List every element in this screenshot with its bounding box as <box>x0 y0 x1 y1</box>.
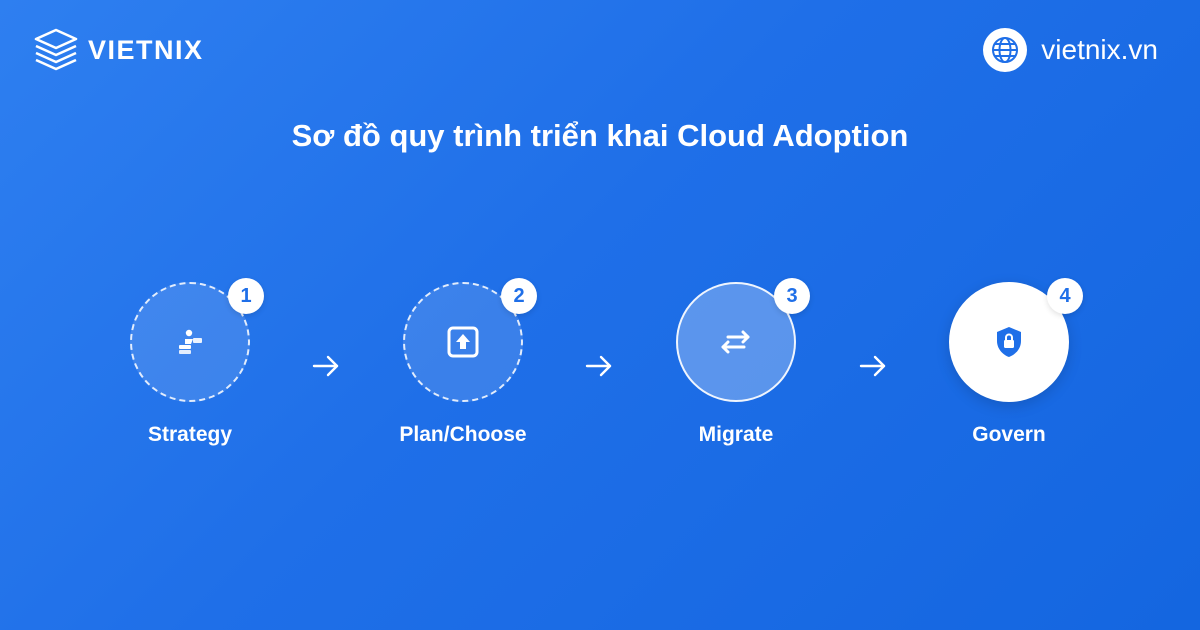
site-link[interactable]: vietnix.vn <box>983 28 1158 72</box>
step-label: Strategy <box>147 423 233 446</box>
diagram-title: Sơ đồ quy trình triển khai Cloud Adoptio… <box>291 118 909 153</box>
upload-box-icon <box>447 326 479 358</box>
server-stack-icon <box>34 28 78 71</box>
brand-logo[interactable]: VIETNIX <box>30 24 204 76</box>
step-label: Plan/Choose <box>399 423 527 446</box>
strategy-icon <box>179 329 202 354</box>
step-label: Migrate <box>698 423 774 446</box>
step-number-badge: 3 <box>774 278 810 314</box>
globe-icon <box>983 28 1028 72</box>
arrow-right-icon <box>312 355 339 377</box>
shield-lock-icon <box>997 327 1021 357</box>
transfer-arrows-icon <box>721 330 750 354</box>
step-number-badge: 1 <box>228 278 264 314</box>
brand-name: VIETNIX <box>88 34 204 65</box>
step-number-badge: 4 <box>1047 278 1083 314</box>
site-url: vietnix.vn <box>1041 34 1158 65</box>
step-number-badge: 2 <box>501 278 537 314</box>
step-label: Govern <box>972 423 1046 446</box>
arrow-right-icon <box>585 355 612 377</box>
arrow-right-icon <box>859 355 886 377</box>
